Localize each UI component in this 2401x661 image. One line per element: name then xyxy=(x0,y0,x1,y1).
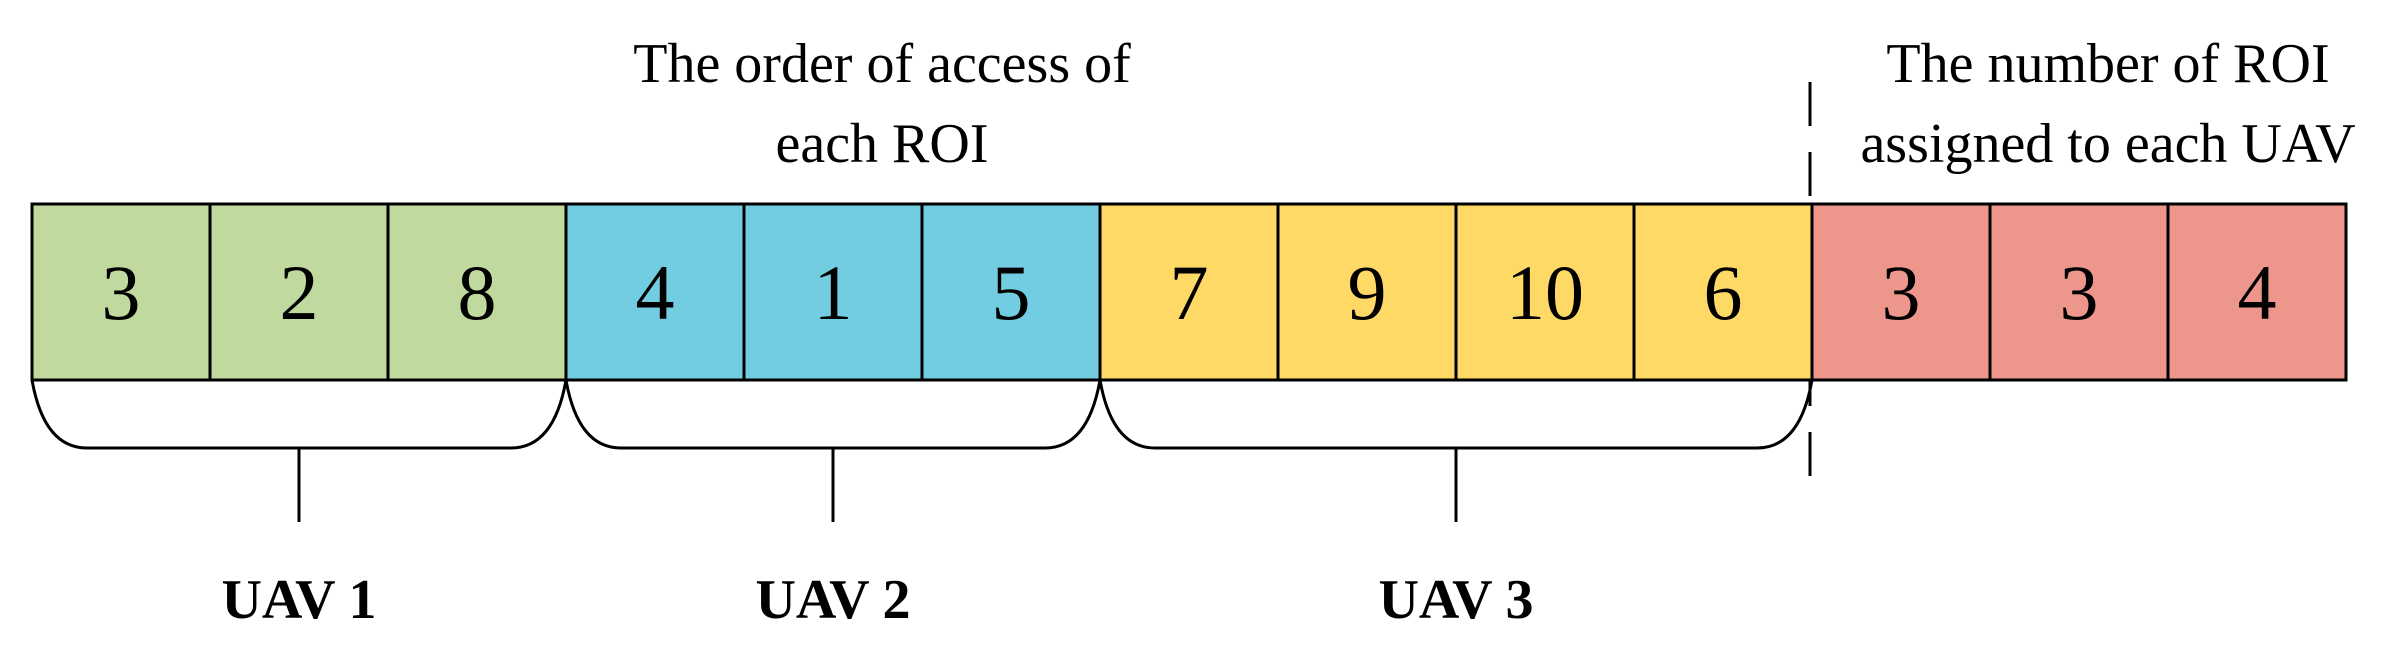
cell-box-uav1-1 xyxy=(30,202,212,382)
cell-box-count-3 xyxy=(2166,202,2348,382)
uav-labels: UAV 1 UAV 2 UAV 3 xyxy=(221,569,1533,631)
brace-uav2 xyxy=(564,379,1102,450)
count-label-line2: assigned to each UAV xyxy=(1860,113,2355,175)
cell-value-uav1-1: 3 xyxy=(102,249,141,336)
cell-value-uav3-3: 10 xyxy=(1506,249,1584,336)
uav-label-3: UAV 3 xyxy=(1378,569,1533,631)
cell-value-count-2: 3 xyxy=(2060,249,2099,336)
cell-box-uav3-2 xyxy=(1276,202,1458,382)
cell-value-count-3: 4 xyxy=(2238,249,2277,336)
cell-value-uav1-2: 2 xyxy=(280,249,319,336)
cell-row: 3 2 8 4 1 5 7 9 10 6 3 3 4 xyxy=(30,202,2348,382)
uav-label-2: UAV 2 xyxy=(755,569,910,631)
order-label-line1: The order of access of xyxy=(633,33,1131,95)
cell-box-uav3-3 xyxy=(1454,202,1636,382)
cell-value-uav2-1: 4 xyxy=(636,249,675,336)
cell-box-uav3-1 xyxy=(1098,202,1280,382)
cell-value-uav3-2: 9 xyxy=(1348,249,1387,336)
brace-uav1 xyxy=(30,379,568,450)
cell-box-uav2-2 xyxy=(742,202,924,382)
cell-box-count-2 xyxy=(1988,202,2170,382)
brace-uav3 xyxy=(1098,379,1814,450)
cell-box-uav1-2 xyxy=(208,202,390,382)
cell-value-uav2-3: 5 xyxy=(992,249,1031,336)
cell-box-uav1-3 xyxy=(386,202,568,382)
cell-value-uav3-4: 6 xyxy=(1704,249,1743,336)
cell-value-uav3-1: 7 xyxy=(1170,249,1209,336)
cell-value-uav1-3: 8 xyxy=(458,249,497,336)
cell-value-count-1: 3 xyxy=(1882,249,1921,336)
count-label-line1: The number of ROI xyxy=(1886,33,2329,95)
cell-value-uav2-2: 1 xyxy=(814,249,853,336)
order-label-line2: each ROI xyxy=(775,113,988,175)
uav-braces xyxy=(30,379,1814,522)
uav-label-1: UAV 1 xyxy=(221,569,376,631)
cell-box-uav2-3 xyxy=(920,202,1102,382)
cell-box-uav3-4 xyxy=(1632,202,1814,382)
